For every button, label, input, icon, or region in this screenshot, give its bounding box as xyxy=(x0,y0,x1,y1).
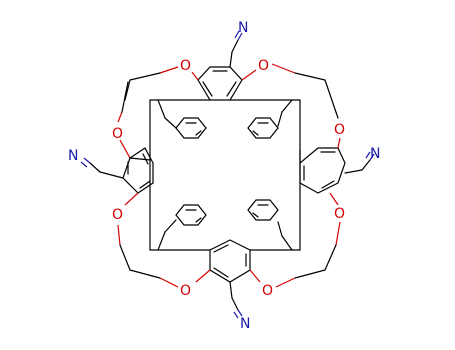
right-lower-oxygen-label: O xyxy=(334,206,345,222)
bottom-arene-ring xyxy=(209,239,251,283)
bottom-left-oxygen-label: O xyxy=(180,283,191,299)
bottom-nitrile xyxy=(229,281,243,319)
top-left-oxygen-label: O xyxy=(180,58,191,74)
left-nitrile xyxy=(80,157,124,179)
left-upper-oxygen-label: O xyxy=(112,126,123,142)
left-arene-ring xyxy=(122,147,154,194)
phenethyl-arm-top-left xyxy=(157,99,207,139)
left-nitrile-nitrogen-label: N xyxy=(68,148,78,164)
phenethyl-arm-bottom-right xyxy=(247,199,293,251)
right-upper-oxygen-label: O xyxy=(334,122,345,138)
top-nitrile-nitrogen-label: N xyxy=(238,20,248,36)
phenethyl-arm-bottom-left xyxy=(157,204,207,251)
bottom-right-oxygen-label: O xyxy=(262,283,273,299)
phenethyl-arm-top-right xyxy=(247,99,293,139)
left-lower-oxygen-label: O xyxy=(112,207,123,223)
top-right-ether-bond xyxy=(241,69,257,81)
top-arene-ring xyxy=(197,66,243,101)
top-right-oxygen-label: O xyxy=(258,58,269,74)
right-arene-ring xyxy=(299,147,346,194)
methine-bridges xyxy=(129,99,301,251)
right-nitrile xyxy=(344,151,375,174)
right-nitrile-nitrogen-label: N xyxy=(370,146,380,162)
top-nitrile xyxy=(229,30,243,68)
bottom-nitrile-nitrogen-label: N xyxy=(240,316,250,332)
top-left-ether-bond xyxy=(191,71,199,81)
